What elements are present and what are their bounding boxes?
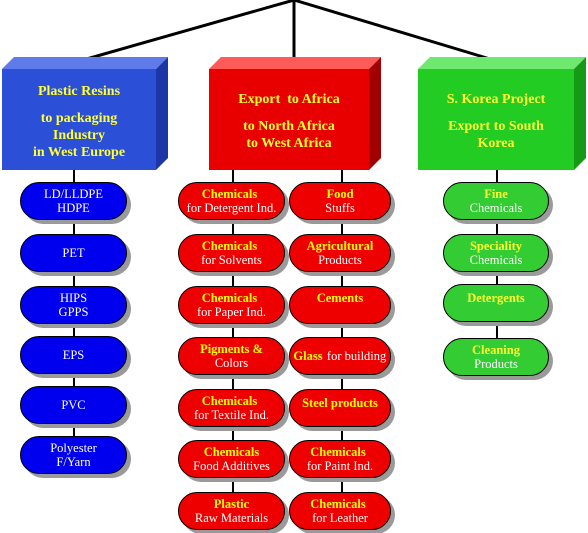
korea-item[interactable]: Speciality Chemicals [443,234,549,272]
item-normal: for Leather [312,511,368,525]
header-side-face [156,57,168,170]
header-plastic-resins: Plastic Resins to packaging Industry in … [2,57,168,170]
plastic-item[interactable]: EPS [20,336,127,374]
header-line: S. Korea Project [446,92,546,107]
item-normal: Food Additives [193,459,270,473]
item-normal: Products [474,357,518,371]
item-bold: Glass [293,349,323,363]
africa-right-item[interactable]: Agricultural Products [289,234,391,272]
africa-right-item[interactable]: Steel products [289,389,391,427]
item-bold: Pigments & [200,342,263,356]
header-side-face [574,57,586,170]
plastic-item[interactable]: PVC [20,386,127,424]
header-south-korea: S. Korea Project Export to South Korea [418,57,586,170]
header-line: to North Africa [243,119,335,134]
item-bold: Speciality [469,239,523,253]
item-bold: Chemicals [201,187,258,201]
item-normal: for Paint Ind. [306,459,374,473]
header-face: Export to Africa to North Africa to West… [209,69,369,170]
africa-right-item[interactable]: Glass for building [289,337,391,375]
item-bold: Chemicals [310,445,366,459]
item-bold: Fine [484,187,508,201]
item-bold: Cleaning [472,343,520,357]
header-top-face [209,57,381,69]
item-bold: Steel products [302,396,378,410]
header-line: Plastic Resins [37,83,121,99]
africa-left-item[interactable]: Pigments & Colors [178,337,285,375]
item-normal: Raw Materials [194,511,269,525]
item-normal: Chemicals [469,201,523,215]
item-normal: for Solvents [201,253,262,267]
item-bold: Chemicals [310,497,366,511]
africa-left-item[interactable]: Chemicals for Textile Ind. [178,389,285,427]
plastic-item[interactable]: LD/LLDPE HDPE [20,182,127,220]
africa-right-item[interactable]: Cements [289,286,391,324]
item-normal: Stuffs [325,201,355,215]
item-bold: Chemicals [201,394,258,408]
africa-left-item[interactable]: Chemicals Food Additives [178,440,285,478]
connector-line [75,0,295,64]
item-label: LD/LLDPE HDPE [43,187,104,215]
item-bold: Plastic [213,497,250,511]
item-normal: for Textile Ind. [194,408,269,422]
header-top-face [418,57,586,69]
item-label: PVC [61,398,86,412]
plastic-item[interactable]: Polyester F/Yarn [20,436,127,474]
africa-left-item[interactable]: Chemicals for Solvents [178,234,285,272]
item-bold: Chemicals [201,291,258,305]
item-label: Polyester F/Yarn [50,441,97,469]
item-bold: Food [326,187,354,201]
header-line: in West Europe [32,144,126,160]
connector-line [293,0,501,64]
africa-left-item[interactable]: Chemicals for Paper Ind. [178,286,285,324]
item-bold: Cements [316,291,364,305]
item-normal: Products [318,253,362,267]
header-face: S. Korea Project Export to South Korea [418,69,574,170]
item-label: EPS [62,348,85,362]
korea-item[interactable]: Cleaning Products [443,338,549,376]
korea-item[interactable]: Fine Chemicals [443,182,549,220]
header-top-face [2,57,168,69]
header-face: Plastic Resins to packaging Industry in … [2,69,156,170]
header-line: Export to Africa [238,92,340,107]
africa-left-item[interactable]: Chemicals for Detergent Ind. [178,182,285,220]
plastic-item[interactable]: PET [20,234,127,272]
africa-left-item[interactable]: Plastic Raw Materials [178,492,285,530]
item-normal: for Detergent Ind. [186,201,277,215]
item-bold: Detergents [467,291,525,305]
header-side-face [369,57,381,170]
header-export-africa: Export to Africa to North Africa to West… [209,57,381,170]
header-line: Industry [52,127,106,143]
item-normal: for building [326,349,387,363]
item-normal: Colors [214,356,249,370]
header-line: to packaging [40,110,118,126]
plastic-item[interactable]: HIPS GPPS [20,286,127,324]
header-line: Korea [477,136,515,151]
item-bold: Chemicals [203,445,260,459]
africa-right-item[interactable]: Chemicals for Leather [289,492,391,530]
item-bold: Chemicals [201,239,258,253]
header-line: Export to South [448,119,544,134]
item-bold: Agricultural [306,239,374,253]
africa-right-item[interactable]: Food Stuffs [289,182,391,220]
item-normal: for Paper Ind. [196,305,267,319]
korea-item[interactable]: Detergents [443,284,549,322]
item-label: HIPS GPPS [58,291,89,319]
item-label: PET [62,246,85,260]
header-line: to West Africa [246,136,332,151]
africa-right-item[interactable]: Chemicals for Paint Ind. [289,440,391,478]
item-normal: Chemicals [469,253,523,267]
